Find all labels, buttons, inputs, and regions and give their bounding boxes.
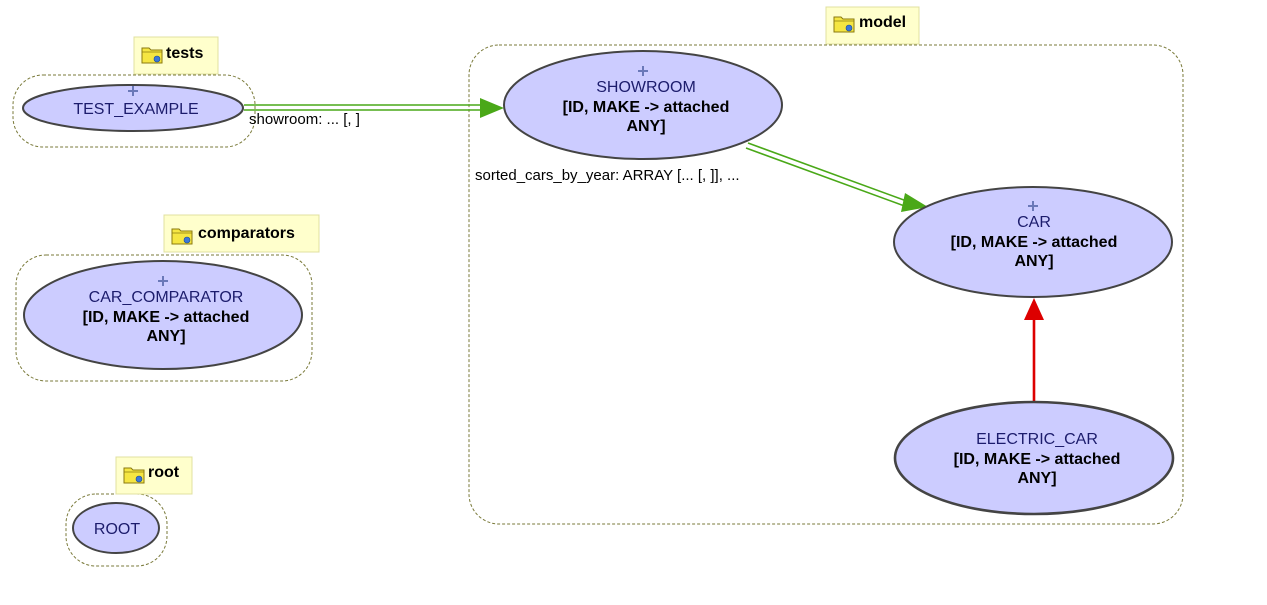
plus-icon[interactable] (158, 276, 168, 286)
folder-icon (171, 228, 193, 245)
node-car-comparator-generic-line2: ANY] (146, 328, 185, 345)
cluster-comparators-label: comparators (198, 225, 295, 242)
cluster-comparators-boundary (15, 254, 313, 382)
arrowhead-icon (480, 98, 504, 118)
cluster-model-boundary (468, 44, 1184, 525)
node-showroom-ellipse (503, 50, 783, 160)
cluster-model[interactable]: model (468, 6, 1184, 525)
inheritance-arrowhead-icon (1024, 298, 1044, 320)
node-electric-car-ellipse (893, 400, 1175, 516)
node-car-generic-line1: [ID, MAKE -> attached (951, 234, 1118, 251)
node-root[interactable]: ROOT (72, 502, 160, 554)
node-car-comparator-generic-line1: [ID, MAKE -> attached (83, 309, 250, 326)
cluster-comparators-tag (163, 214, 320, 253)
cluster-tests-boundary (12, 74, 256, 148)
edge-label-showroom: showroom: ... [, ] (249, 111, 360, 128)
node-showroom-generic-line1: [ID, MAKE -> attached (563, 99, 730, 116)
edge-test-to-showroom[interactable]: showroom: ... [, ] (244, 98, 504, 128)
plus-icon[interactable] (128, 86, 138, 96)
node-car-comparator-name: CAR_COMPARATOR (89, 289, 244, 306)
node-car-comparator-ellipse (23, 260, 303, 370)
arrowhead-icon (901, 193, 928, 212)
node-showroom-name: SHOWROOM (596, 79, 696, 96)
cluster-model-label: model (859, 14, 906, 31)
node-car-ellipse (893, 186, 1173, 298)
node-car-generic-line2: ANY] (1014, 253, 1053, 270)
node-test-example-ellipse (22, 84, 244, 132)
folder-icon (123, 467, 145, 484)
folder-icon (141, 47, 163, 64)
edge-electric-to-car[interactable] (1024, 298, 1044, 402)
node-showroom-generic-line2: ANY] (626, 118, 665, 135)
node-electric-car[interactable]: ELECTRIC_CAR [ID, MAKE -> attached ANY] (893, 400, 1175, 516)
node-car[interactable]: CAR [ID, MAKE -> attached ANY] (893, 186, 1173, 298)
node-root-name: ROOT (94, 521, 140, 538)
node-car-name: CAR (1017, 214, 1051, 231)
folder-icon (833, 16, 855, 33)
cluster-comparators[interactable]: comparators (15, 214, 320, 382)
node-test-example[interactable]: TEST_EXAMPLE (22, 84, 244, 132)
node-electric-car-generic-line2: ANY] (1017, 470, 1056, 487)
edge-line (747, 142, 913, 204)
edge-line (745, 147, 911, 209)
plus-icon[interactable] (638, 66, 648, 76)
cluster-tests-label: tests (166, 45, 203, 62)
cluster-root-label: root (148, 464, 180, 481)
cluster-model-tag (825, 6, 920, 45)
node-electric-car-name: ELECTRIC_CAR (976, 431, 1098, 448)
cluster-root[interactable]: root (65, 456, 193, 567)
node-electric-car-generic-line1: [ID, MAKE -> attached (954, 451, 1121, 468)
node-root-ellipse (72, 502, 160, 554)
node-car-comparator[interactable]: CAR_COMPARATOR [ID, MAKE -> attached ANY… (23, 260, 303, 370)
node-showroom[interactable]: SHOWROOM [ID, MAKE -> attached ANY] (503, 50, 783, 160)
cluster-tests[interactable]: tests (12, 36, 256, 148)
edge-showroom-to-car[interactable]: sorted_cars_by_year: ARRAY [... [, ]], .… (475, 142, 928, 212)
edge-label-sorted-cars: sorted_cars_by_year: ARRAY [... [, ]], .… (475, 167, 740, 184)
node-test-example-name: TEST_EXAMPLE (73, 101, 198, 118)
plus-icon[interactable] (1028, 201, 1038, 211)
